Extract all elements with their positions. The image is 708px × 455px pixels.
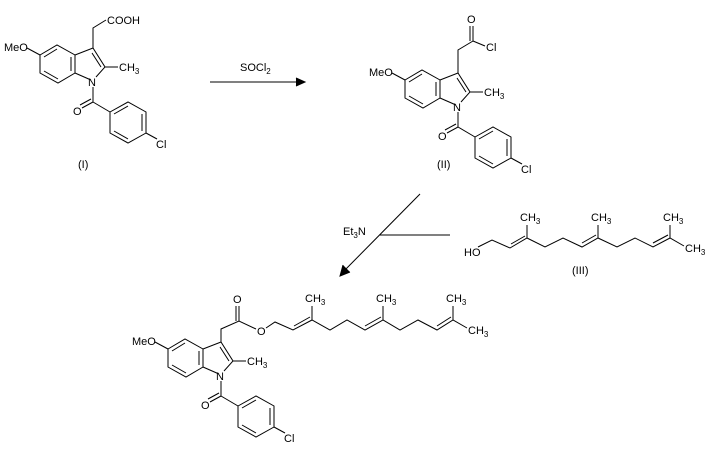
oxygen-label: O xyxy=(201,400,210,412)
product-structure: MeO N O Cl CH3 O O CH3 CH3 CH3 CH3 xyxy=(132,293,489,445)
methoxy-label: MeO xyxy=(369,67,393,79)
compound-2-label: (II) xyxy=(437,159,450,171)
methyl-label: CH3 xyxy=(520,212,541,226)
methyl-label: CH3 xyxy=(305,293,326,307)
methyl-label: CH3 xyxy=(484,87,505,101)
reaction-arrow-1 xyxy=(210,77,307,87)
methyl-label: CH3 xyxy=(468,325,489,339)
nitrogen-label: N xyxy=(216,371,224,383)
compound-3-label: (III) xyxy=(572,265,589,277)
acyl-oxygen-label: O xyxy=(467,14,476,26)
methyl-label: CH3 xyxy=(247,356,268,370)
reagent-socl2: SOCl2 xyxy=(240,62,271,76)
chlorine-label: Cl xyxy=(284,433,294,445)
hydroxyl-label: HO xyxy=(464,247,481,259)
methyl-label: CH3 xyxy=(685,243,706,257)
carbonyl-oxygen-label: O xyxy=(233,294,242,306)
methyl-label: CH3 xyxy=(119,62,140,76)
acyl-chlorine-label: Cl xyxy=(486,42,496,54)
chlorine-label: Cl xyxy=(156,139,166,151)
methoxy-label: MeO xyxy=(4,42,28,54)
reagent-et3n: Et3N xyxy=(343,226,366,240)
compound-1-label: (I) xyxy=(78,159,88,171)
methyl-label: CH3 xyxy=(591,212,612,226)
nitrogen-label: N xyxy=(453,102,461,114)
compound-1-structure: COOH MeO N O Cl CH3 xyxy=(4,15,166,151)
methyl-label: CH3 xyxy=(376,293,397,307)
compound-2-structure: MeO N O Cl CH3 O Cl xyxy=(369,14,531,176)
methyl-label: CH3 xyxy=(663,212,684,226)
methoxy-label: MeO xyxy=(132,336,156,348)
nitrogen-label: N xyxy=(88,77,96,89)
oxygen-label: O xyxy=(73,106,82,118)
reaction-arrow-2 xyxy=(339,193,450,277)
cooh-label: COOH xyxy=(107,15,140,27)
methyl-label: CH3 xyxy=(446,293,467,307)
oxygen-label: O xyxy=(438,131,447,143)
chlorine-label: Cl xyxy=(521,164,531,176)
compound-3-structure: HO CH3 CH3 CH3 CH3 xyxy=(464,212,706,259)
ester-oxygen-label: O xyxy=(257,326,266,338)
